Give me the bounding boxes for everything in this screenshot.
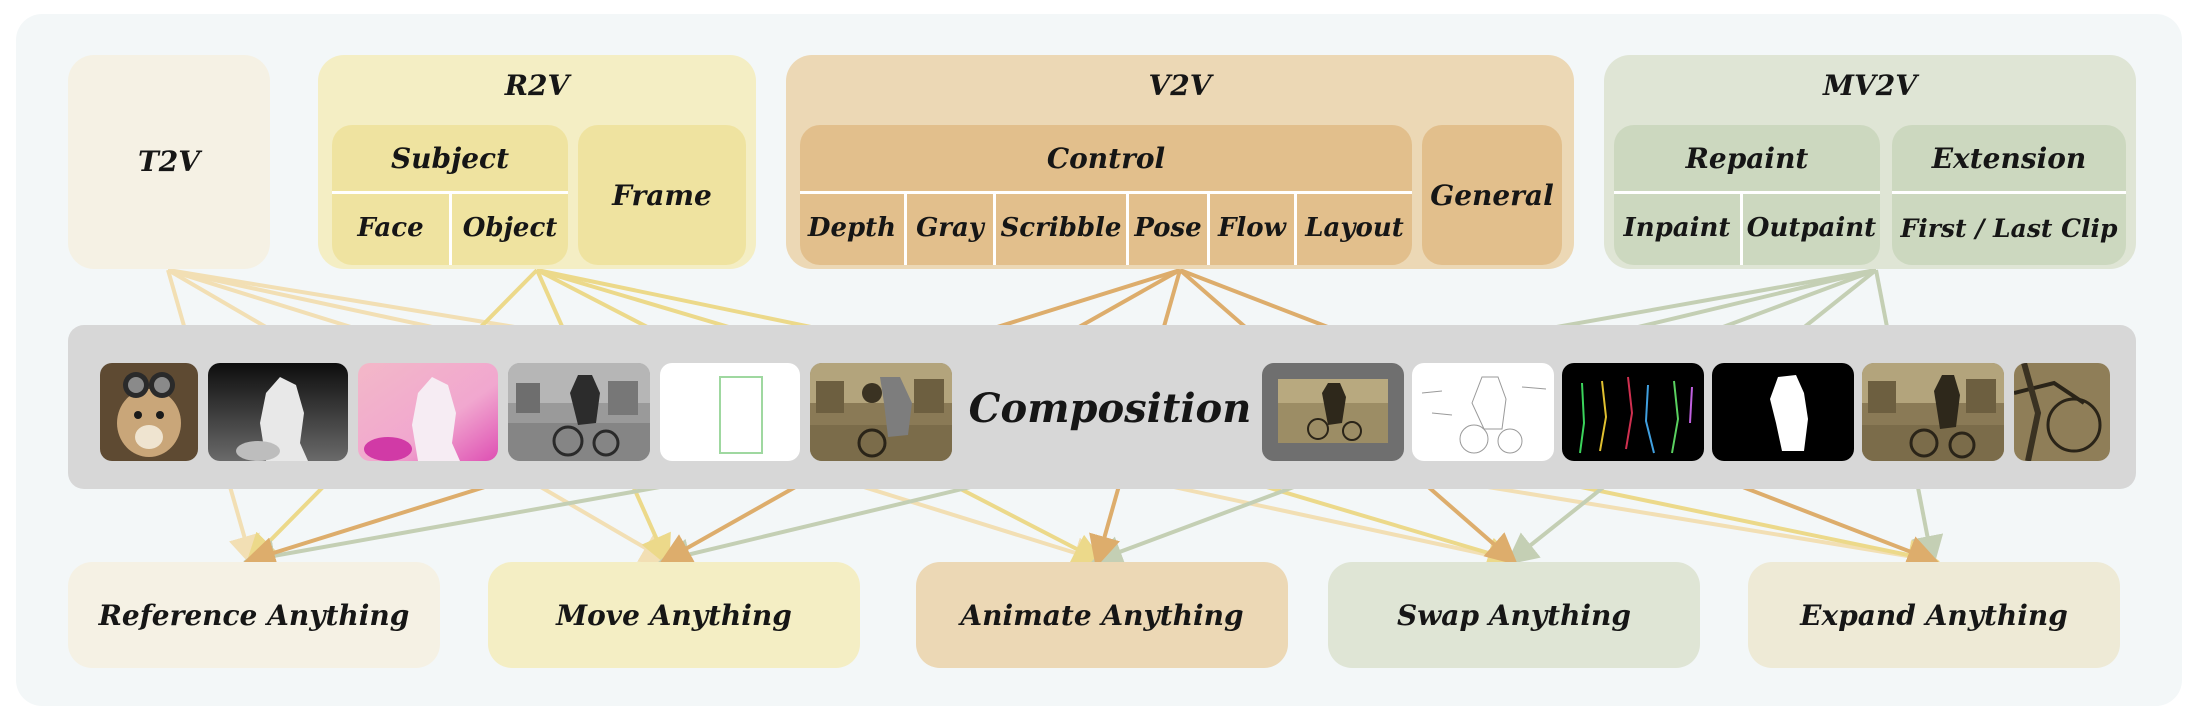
v2v-item-flow: Flow (1217, 213, 1287, 243)
composition-label: Composition (968, 385, 1252, 432)
v2v-item-divider (1207, 194, 1210, 265)
v2v-control-divider (800, 191, 1412, 194)
r2v-frame-label: Frame (612, 178, 712, 212)
v2v-item-divider (1126, 194, 1129, 265)
mv2v-extension-divider (1892, 191, 2126, 194)
v2v-item-scribble: Scribble (1000, 213, 1122, 243)
r2v-subject-title: Subject (390, 141, 510, 175)
v2v-control-title: Control (1046, 141, 1166, 175)
thumb-gray-frame (508, 363, 650, 461)
v2v-item-divider (993, 194, 996, 265)
thumb-result-frame (1862, 363, 2004, 461)
mv2v-item-outpaint: Outpaint (1746, 213, 1877, 243)
t2v-title: T2V (137, 145, 201, 178)
thumb-dog-reference (100, 363, 198, 461)
v2v-general-group: General (1422, 125, 1562, 265)
thumb-masked-frame (810, 363, 952, 461)
r2v-item-object: Object (462, 213, 558, 243)
output-move-anything: Move Anything (488, 562, 860, 668)
r2v-subject-divider (332, 191, 568, 194)
v2v-item-divider (1294, 194, 1297, 265)
thumb-scribble (1412, 363, 1554, 461)
v2v-general-label: General (1430, 178, 1554, 212)
thumb-mask (1712, 363, 1854, 461)
v2v-control-group: Control Depth Gray Scribble Pose Flow La… (800, 125, 1412, 265)
v2v-item-layout: Layout (1305, 213, 1404, 243)
r2v-frame-group: Frame (578, 125, 746, 265)
r2v-item-divider (449, 194, 452, 265)
mv2v-item-divider (1740, 194, 1743, 265)
mv2v-item-inpaint: Inpaint (1623, 213, 1731, 243)
r2v-title: R2V (504, 69, 570, 102)
thumb-layout-box (660, 363, 800, 461)
output-swap-anything: Swap Anything (1328, 562, 1700, 668)
v2v-item-gray: Gray (916, 213, 984, 243)
thumb-depth-map (208, 363, 348, 461)
mv2v-extension-group: Extension First / Last Clip (1892, 125, 2126, 265)
r2v-box: R2V Subject Face Object Frame (318, 55, 756, 269)
output-reference-anything: Reference Anything (68, 562, 440, 668)
v2v-title: V2V (1148, 69, 1212, 102)
mv2v-repaint-group: Repaint Inpaint Outpaint (1614, 125, 1880, 265)
mv2v-title: MV2V (1823, 69, 1917, 102)
thumb-pose (1562, 363, 1704, 461)
mv2v-repaint-title: Repaint (1685, 141, 1809, 175)
mv2v-item-first-last-clip: First / Last Clip (1900, 213, 2118, 243)
v2v-item-pose: Pose (1134, 213, 1202, 243)
v2v-box: V2V Control Depth Gray Scribble Pose Flo… (786, 55, 1574, 269)
output-expand-anything: Expand Anything (1748, 562, 2120, 668)
t2v-box: T2V (68, 55, 270, 269)
v2v-item-depth: Depth (807, 213, 897, 243)
v2v-item-divider (904, 194, 907, 265)
r2v-item-face: Face (357, 213, 424, 243)
mv2v-box: MV2V Repaint Inpaint Outpaint Extension … (1604, 55, 2136, 269)
thumb-outpaint-frame (1262, 363, 1404, 461)
output-animate-anything: Animate Anything (916, 562, 1288, 668)
mv2v-repaint-divider (1614, 191, 1880, 194)
r2v-subject-group: Subject Face Object (332, 125, 568, 265)
thumb-crop-frame (2014, 363, 2110, 461)
thumb-flow-map (358, 363, 498, 461)
mv2v-extension-title: Extension (1931, 141, 2087, 175)
